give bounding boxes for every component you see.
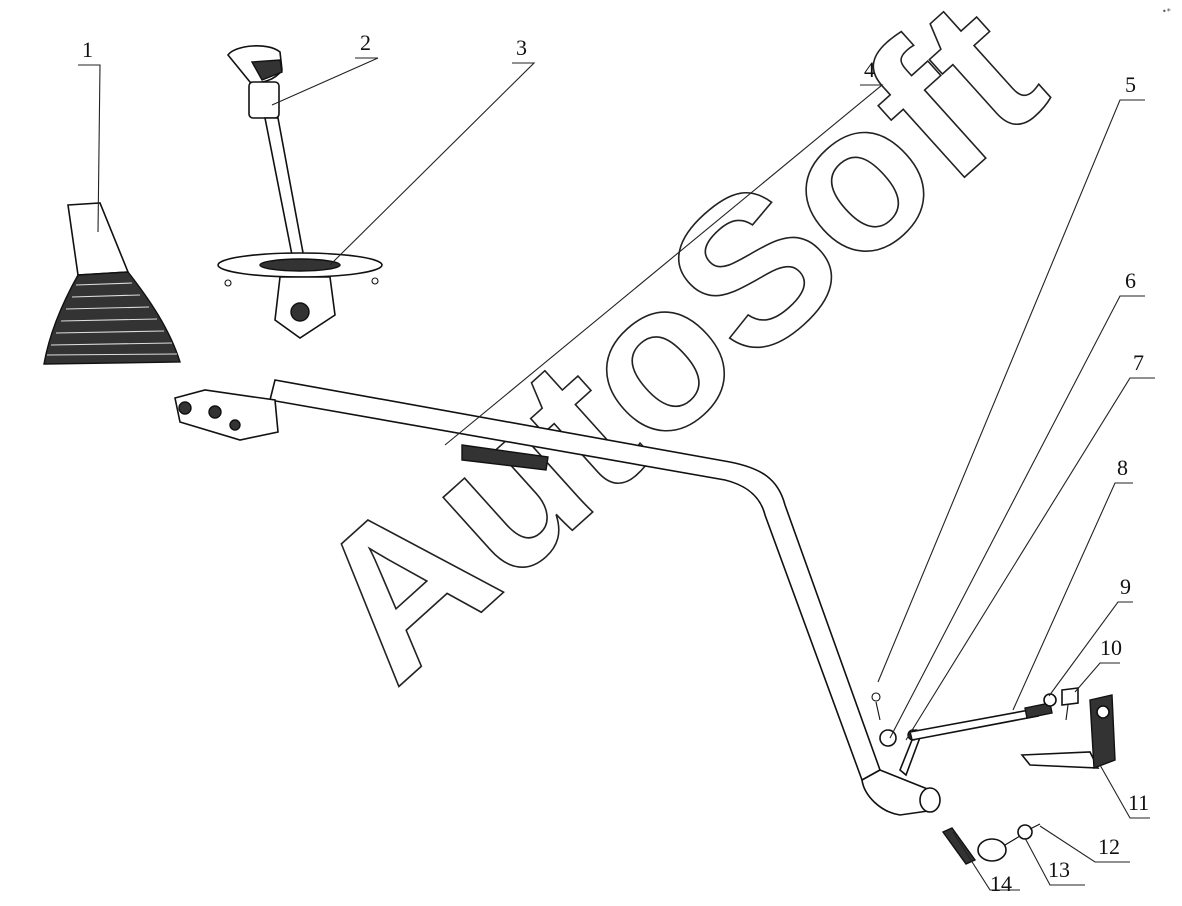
parts-5-10-linkage: [871, 687, 1079, 747]
part-3-lever-base: [217, 252, 383, 339]
part-4-shift-rod: [174, 379, 941, 816]
callout-3: 3: [516, 35, 527, 60]
callout-labels: 1 2 3 4 5 6 7 8 9 10 11 12 13 14: [82, 30, 1149, 896]
watermark-text: AutoSoft: [268, 0, 1084, 723]
watermark: AutoSoft: [267, 0, 1085, 724]
leader-lines: [78, 57, 1155, 891]
part-1-gaiter-boot: [43, 202, 181, 365]
callout-9: 9: [1120, 574, 1131, 599]
callout-1: 1: [82, 37, 93, 62]
part-11-bracket: [1020, 694, 1116, 769]
callout-2: 2: [360, 30, 371, 55]
callout-14: 14: [990, 871, 1012, 896]
callout-11: 11: [1128, 790, 1149, 815]
part-2-gear-lever: [226, 45, 305, 261]
callout-8: 8: [1117, 455, 1128, 480]
callout-13: 13: [1048, 857, 1070, 882]
callout-7: 7: [1133, 350, 1144, 375]
corner-mark: •*: [1162, 7, 1171, 16]
callout-6: 6: [1125, 268, 1136, 293]
callout-5: 5: [1125, 72, 1136, 97]
callout-10: 10: [1100, 635, 1122, 660]
parts-12-14-ball-joint: [941, 823, 1041, 865]
callout-12: 12: [1098, 834, 1120, 859]
callout-4: 4: [864, 57, 875, 82]
